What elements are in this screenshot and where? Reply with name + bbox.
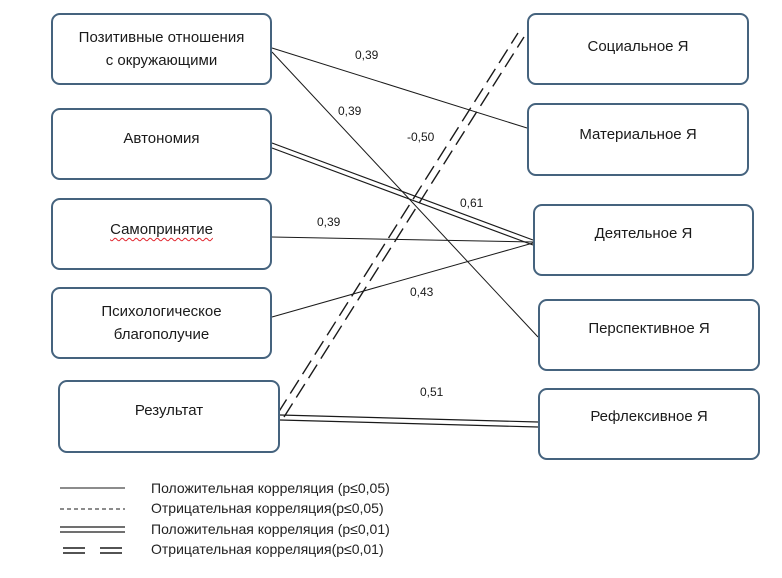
node-label: Перспективное Я: [588, 320, 710, 337]
edge-positive-relations-perspective: [271, 51, 539, 338]
node-reflexive-self: Рефлексивное Я: [538, 388, 760, 460]
node-label-line: благополучие: [113, 326, 210, 343]
node-label-line: с окружающими: [105, 52, 218, 69]
coef-autonomy-activity: 0,61: [460, 196, 484, 210]
node-label: Материальное Я: [579, 126, 697, 143]
legend-label-negative-p01: Отрицательная корреляция(p≤0,01): [151, 541, 384, 557]
node-label: Результат: [134, 402, 204, 419]
node-label: Рефлексивное Я: [590, 408, 708, 425]
node-label: Автономия: [123, 130, 200, 147]
legend-label-positive-p05: Положительная корреляция (p≤0,05): [151, 480, 390, 496]
node-label: Социальное Я: [587, 38, 689, 55]
legend-sample-negative-p01: [63, 547, 122, 554]
node-autonomy: Автономия: [51, 108, 272, 180]
edge-result-social: [277, 32, 525, 418]
node-positive-relations: Позитивные отношения с окружающими: [51, 13, 272, 85]
legend-label-negative-p05: Отрицательная корреляция(p≤0,05): [151, 500, 384, 516]
coef-positive-material: 0,39: [355, 48, 379, 62]
coef-self-acceptance-activity: 0,39: [317, 215, 341, 229]
node-result: Результат: [58, 380, 280, 453]
coef-wellbeing-activity: 0,43: [410, 285, 434, 299]
edge-autonomy-activity: [271, 142, 534, 246]
coef-result-reflexive: 0,51: [420, 385, 444, 399]
edge-positive-relations-material: [271, 47, 528, 129]
node-label: Самопринятие: [110, 221, 213, 238]
node-self-acceptance: Самопринятие: [51, 198, 272, 270]
node-social-self: Социальное Я: [527, 13, 749, 85]
node-wellbeing: Психологическое благополучие: [51, 287, 272, 359]
node-label-line: Психологическое: [101, 303, 222, 320]
edge-wellbeing-activity: [271, 242, 534, 318]
node-material-self: Материальное Я: [527, 103, 749, 176]
node-activity-self: Деятельное Я: [533, 204, 754, 276]
node-label: Деятельное Я: [594, 225, 693, 242]
coef-result-social: -0,50: [407, 130, 435, 144]
node-label-line: Позитивные отношения: [78, 29, 245, 46]
legend-label-positive-p01: Положительная корреляция (p≤0,01): [151, 521, 390, 537]
legend-sample-positive-p01: [60, 526, 125, 533]
node-perspective-self: Перспективное Я: [538, 299, 760, 371]
edge-self-acceptance-activity: [271, 236, 534, 243]
edge-result-reflexive: [279, 414, 539, 428]
coef-positive-perspective: 0,39: [338, 104, 362, 118]
